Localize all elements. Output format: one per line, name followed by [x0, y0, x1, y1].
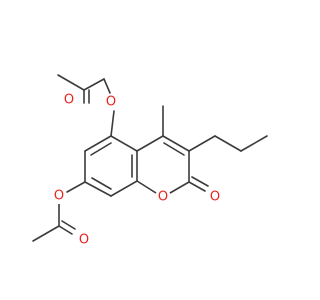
oxygen-label: O: [210, 190, 220, 205]
bond-ring-c4a-c5: [110, 135, 138, 152]
oxygen-label: O: [64, 93, 74, 108]
bond-ring-c5-c6: [84, 135, 112, 152]
bond-ring-c8-c8a: [110, 180, 138, 197]
atom-labels: O O O O O O: [51, 92, 223, 248]
bond-ring-c7-c8: [84, 181, 112, 197]
bond-ring-inner-1: [90, 142, 112, 156]
bond-propyl-1: [188, 135, 216, 152]
bond-c7-lower-o: [66, 181, 86, 193]
bond-upper-o-stub: [103, 78, 111, 94]
bond-lactone-carbonyl-2: [191, 176, 209, 187]
bond-lower-acetyl-methyl: [32, 225, 60, 242]
bond-o1-c8a: [136, 180, 157, 194]
bond-upper-acetyl-ester-o: [83, 78, 105, 91]
bond-c4-c3-double: [163, 142, 185, 156]
oxygen-label: O: [158, 190, 168, 205]
bond-ring-inner-2: [91, 177, 112, 190]
bond-propyl-2: [214, 135, 242, 152]
oxygen-label: O: [106, 95, 116, 110]
bond-lactone-carbonyl-1: [188, 181, 206, 192]
oxygen-ester-upper: O: [103, 94, 119, 110]
oxygen-ring: O: [155, 189, 171, 205]
bond-c2-o1: [169, 181, 190, 194]
oxygen-label: O: [79, 233, 89, 248]
oxygen-label: O: [54, 189, 64, 204]
bonds: [32, 74, 268, 242]
oxygen-ester-lower: O: [51, 188, 67, 204]
bond-upper-acetyl-methyl: [57, 74, 85, 91]
oxygen-carbonyl-upper: O: [61, 92, 77, 108]
bond-c4-c3: [162, 135, 190, 152]
bond-propyl-3: [240, 135, 268, 152]
molecule-structure-diagram: O O O O O O: [32, 74, 268, 248]
bond-upper-o-to-ring: [110, 110, 115, 137]
bond-lower-acetyl-carbonyl-2: [61, 220, 76, 230]
oxygen-lactone-carbonyl: O: [207, 189, 223, 205]
oxygen-carbonyl-lower: O: [76, 232, 92, 248]
bond-c4a-c4: [136, 135, 164, 152]
bond-lower-acetyl-carbonyl-1: [58, 225, 73, 235]
